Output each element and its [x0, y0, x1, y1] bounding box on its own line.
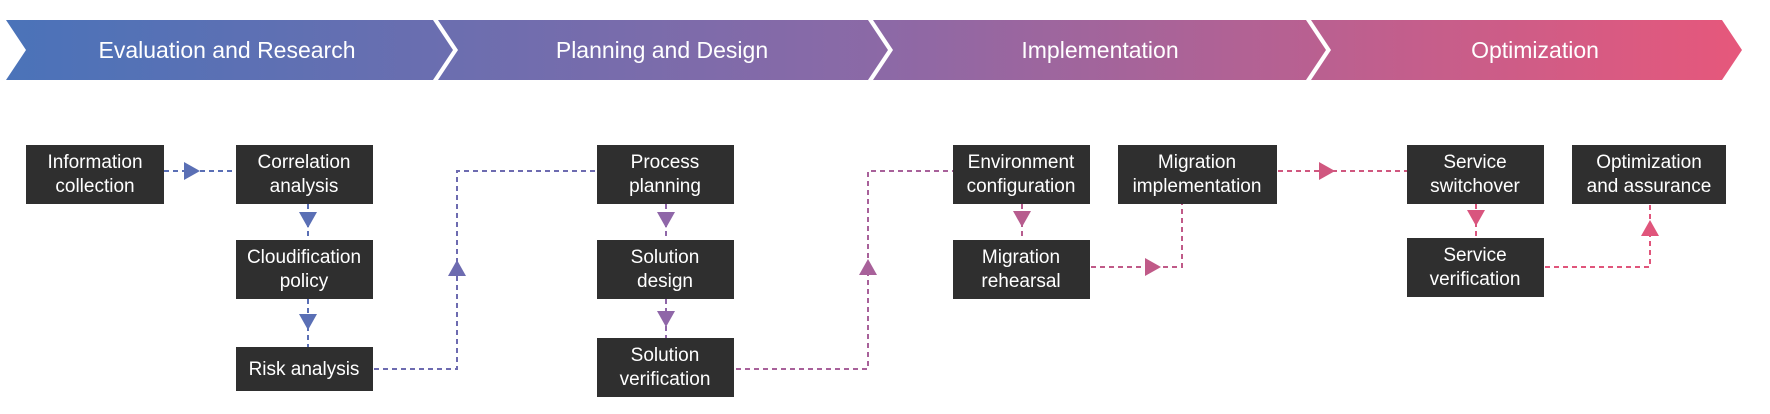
node-label-line1: Migration [982, 247, 1060, 268]
phase-label-optimization: Optimization [1471, 37, 1599, 63]
node-label-line2: verification [1430, 269, 1521, 290]
node-migration-implementation: Migration implementation [1118, 145, 1277, 204]
process-nodes: Information collection Correlation analy… [26, 145, 1726, 397]
arrow-down-icon [1467, 210, 1485, 226]
node-label-line2: planning [629, 176, 701, 197]
phase-label-evaluation: Evaluation and Research [99, 37, 356, 63]
arrow-down-icon [1013, 211, 1031, 227]
node-label-line2: and assurance [1587, 176, 1712, 197]
node-label-line1: Environment [968, 152, 1075, 173]
node-label-line2: policy [280, 271, 329, 292]
phase-label-implementation: Implementation [1021, 37, 1178, 63]
node-label-line2: rehearsal [981, 271, 1060, 292]
node-label-line1: Correlation [258, 152, 351, 173]
phase-chevron-planning [438, 20, 888, 80]
node-service-verification: Service verification [1407, 238, 1544, 297]
node-optimization-assurance: Optimization and assurance [1572, 145, 1726, 204]
node-environment-configuration: Environment configuration [953, 145, 1090, 204]
connectors [164, 162, 1659, 370]
arrow-down-icon [657, 212, 675, 228]
node-label-line1: Process [631, 152, 700, 173]
phase-chevron-implementation [873, 20, 1326, 80]
node-correlation-analysis: Correlation analysis [236, 145, 373, 204]
phase-band: Evaluation and Research Planning and Des… [6, 20, 1742, 80]
node-cloudification-policy: Cloudification policy [236, 240, 373, 299]
phase-label-planning: Planning and Design [556, 37, 768, 63]
phase-chevron-optimization [1311, 20, 1742, 80]
node-label-line2: design [637, 271, 693, 292]
node-label-line2: analysis [270, 176, 339, 197]
arrow-right-icon [1319, 162, 1335, 180]
node-service-switchover: Service switchover [1407, 145, 1544, 204]
node-label-line1: Solution [631, 247, 700, 268]
node-label-line1: Information [47, 152, 142, 173]
node-process-planning: Process planning [597, 145, 734, 204]
connector-rehearsal-to-implementation [1091, 204, 1183, 268]
node-label-line1: Migration [1158, 152, 1236, 173]
node-label-line1: Service [1443, 245, 1506, 266]
arrow-right-icon [1145, 258, 1161, 276]
arrow-down-icon [299, 314, 317, 330]
node-label-line1: Service [1443, 152, 1506, 173]
connector-risk-to-process [374, 170, 597, 370]
node-label-line2: verification [620, 369, 711, 390]
phase-chevron-evaluation [6, 20, 453, 80]
node-solution-design: Solution design [597, 240, 734, 299]
node-label-line1: Optimization [1596, 152, 1702, 173]
node-information-collection: Information collection [26, 145, 164, 204]
arrow-down-icon [657, 311, 675, 327]
node-label-line2: implementation [1133, 176, 1262, 197]
node-label-line1: Risk analysis [249, 359, 360, 380]
node-solution-verification: Solution verification [597, 338, 734, 397]
arrow-right-icon [184, 162, 200, 180]
node-label-line2: switchover [1430, 176, 1520, 197]
node-label-line2: collection [55, 176, 134, 197]
node-migration-rehearsal: Migration rehearsal [953, 240, 1090, 299]
connector-service-verification-to-optimization [1545, 204, 1651, 268]
node-label-line1: Solution [631, 345, 700, 366]
node-risk-analysis: Risk analysis [236, 347, 373, 391]
node-label-line2: configuration [967, 176, 1076, 197]
arrow-down-icon [299, 212, 317, 228]
node-label-line1: Cloudification [247, 247, 361, 268]
connector-verification-to-environment [736, 170, 953, 370]
arrow-up-icon [859, 259, 877, 275]
arrow-up-icon [1641, 220, 1659, 236]
arrow-up-icon [448, 260, 466, 276]
